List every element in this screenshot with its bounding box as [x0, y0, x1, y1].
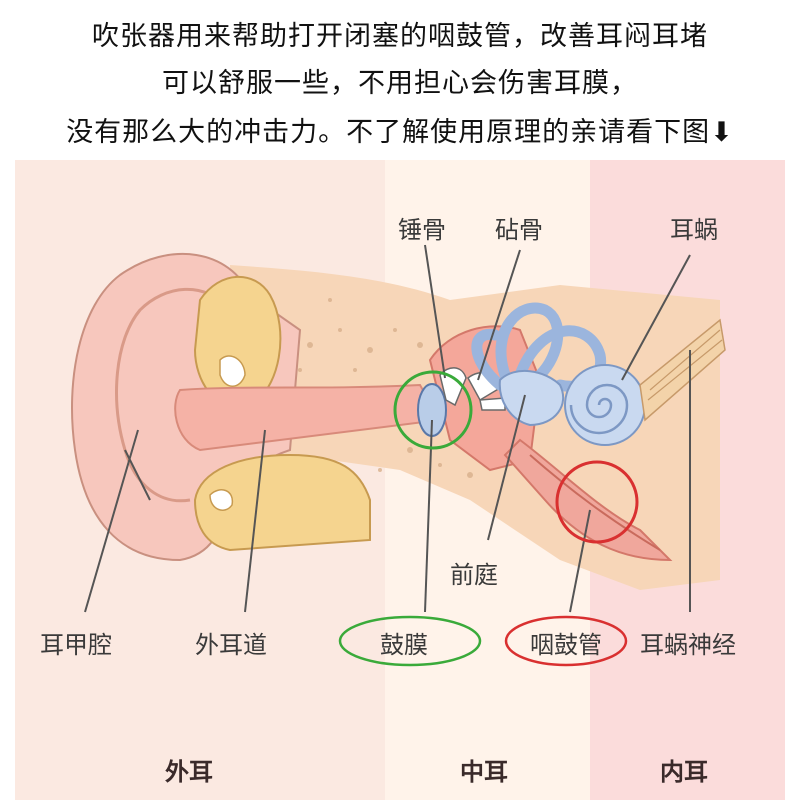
- caption-line-2: 可以舒服一些，不用担心会伤害耳膜，: [162, 68, 638, 99]
- label-cochlea: 耳蜗: [670, 216, 718, 244]
- label-eardrum: 鼓膜: [380, 631, 428, 659]
- pinna-inner: [115, 287, 232, 503]
- eardrum-highlight-circle: [393, 370, 473, 450]
- vestibule: [498, 369, 565, 427]
- pointer-eardrum: [424, 419, 433, 613]
- eustachian-highlight-circle: [555, 460, 639, 544]
- caption-line-3: 没有那么大的冲击力。不了解使用原理的亲请看下图⬇: [66, 117, 734, 148]
- zone-inner-ear: 内耳: [660, 758, 708, 786]
- pointer-concha: [84, 429, 139, 613]
- cochlea-spiral: [569, 383, 629, 435]
- pointer-vestibule: [487, 394, 526, 541]
- cartilage-hole: [219, 355, 246, 387]
- pointer-incus: [477, 249, 521, 381]
- pointer-malleus: [424, 244, 446, 379]
- label-concha: 耳甲腔: [40, 631, 112, 659]
- eustachian-inner: [529, 454, 661, 551]
- eustachian-label-oval: [504, 615, 628, 667]
- label-incus: 砧骨: [495, 216, 543, 244]
- stapes-bone: [479, 397, 506, 411]
- cartilage-lower-hole: [209, 489, 234, 511]
- cartilage-lower: [193, 453, 371, 552]
- pointer-eustachian: [569, 509, 591, 613]
- pointer-ear-canal: [244, 429, 266, 613]
- caption-line-1: 吹张器用来帮助打开闭塞的咽鼓管，改善耳闷耳堵: [92, 21, 708, 52]
- zone-outer-ear: 外耳: [165, 758, 213, 786]
- label-malleus: 锤骨: [398, 216, 446, 244]
- label-ear-canal: 外耳道: [195, 631, 267, 659]
- cochlear-nerve: [639, 318, 726, 422]
- label-cochlear-nerve: 耳蜗神经: [640, 631, 736, 659]
- eardrum-label-oval: [338, 615, 482, 667]
- zone-middle-ear: 中耳: [460, 758, 508, 786]
- label-eustachian-tube: 咽鼓管: [530, 631, 602, 659]
- ear-canal: [174, 383, 442, 452]
- label-vestibule: 前庭: [450, 561, 498, 589]
- pointer-cochlea: [621, 254, 691, 381]
